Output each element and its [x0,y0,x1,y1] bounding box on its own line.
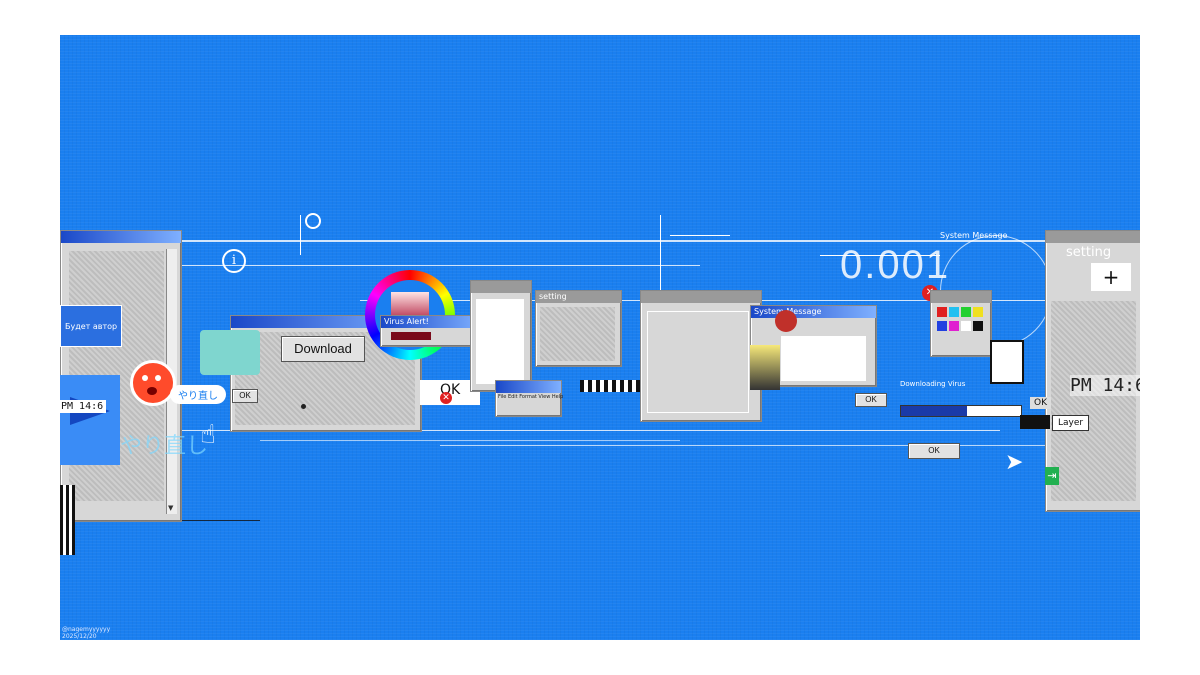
shocked-face-icon [130,360,176,406]
clock-right: PM 14:6 [1070,375,1140,396]
scroll-down-arrow-icon[interactable]: ▼ [168,504,174,512]
download-button[interactable]: Download [281,336,365,362]
gradient-swatch [750,345,780,390]
right-window-body [1051,301,1136,501]
circle-icon [305,213,321,229]
layer-label[interactable]: Layer [1052,415,1090,431]
date-caption: 2025/12/20 [62,633,97,640]
glitch-stripe [100,265,700,266]
left-window-titlebar [61,231,181,243]
plus-icon[interactable]: + [1091,263,1131,291]
virus-alert-title: Virus Alert! [381,316,481,328]
ok-button-right[interactable]: OK [908,443,960,459]
virus-alert-window[interactable]: Virus Alert! [380,315,482,347]
message-area [781,336,866,381]
system-message-title: System Message [751,306,876,318]
right-setting-window[interactable]: setting + [1045,230,1140,512]
download-progress-fill [901,406,967,416]
body [540,307,615,361]
eye [142,375,148,381]
swatch-black[interactable] [973,321,983,331]
system-message-label-top: System Message [940,231,1008,240]
hand-cursor-icon: ☝ [200,420,216,450]
folder-icon [200,330,260,375]
yarinaoshi-badge[interactable]: やり直し [170,385,226,404]
titlebar [931,291,991,303]
swatch-magenta[interactable] [949,321,959,331]
setting-title: setting [536,291,621,303]
wireframe-body [647,311,749,413]
glitch-stripe [440,445,1080,446]
setting-title-right: setting [1066,245,1112,260]
mouth [147,387,157,395]
arrow-cursor-icon: ➤ [1005,450,1024,475]
mini-notepad-window[interactable]: File Edit Format View Help [495,380,564,417]
arrow-panel [60,375,120,465]
guide-line [660,215,661,345]
error-icon: ✕ [440,392,452,404]
glitch-stripe [60,240,1140,242]
glitch-stripe [260,440,680,441]
swatch-green[interactable] [961,307,971,317]
info-icon[interactable]: i [222,249,246,273]
wireframe-window[interactable] [640,290,762,422]
guide-line [670,235,730,236]
cyrillic-header: Будет автор [65,322,118,331]
barcode [60,485,75,555]
titlebar [1046,231,1140,243]
swatch-red[interactable] [937,307,947,317]
glitch-desktop-canvas: ▼ Будет автор PM 14:6 やり直し やり直し ☝ Downlo… [60,35,1140,640]
menu-bar[interactable]: File Edit Format View Help [498,394,564,400]
swatch-cyan[interactable] [949,307,959,317]
palette-window[interactable] [930,290,992,357]
yarinaoshi-large-text: やり直し [120,434,209,459]
text-area [476,299,524,384]
exit-icon: ⇥ [1045,467,1059,485]
swatch-white[interactable] [961,321,971,331]
glitch-stripe [180,430,1000,431]
titlebar [496,381,561,393]
setting-window-small[interactable]: setting [535,290,622,367]
alert-bar [391,332,431,340]
ok-label-right[interactable]: OK [1030,397,1051,409]
black-block [1020,415,1050,429]
cyrillic-panel: Будет автор [60,305,122,347]
download-progress-bar [900,405,1022,417]
titlebar [471,281,531,293]
author-caption: @nagemyyyyyy [62,626,111,633]
swatch-yellow[interactable] [973,307,983,317]
swatch-blue[interactable] [937,321,947,331]
titlebar [641,291,761,303]
counter-display: 0.001 [840,243,951,287]
apple-icon [775,310,797,332]
eye [155,375,161,381]
ok-button-center[interactable]: OK [855,393,887,407]
downloading-virus-label: Downloading Virus [900,380,966,388]
ok-button-small[interactable]: OK [232,389,258,403]
dot [301,404,306,409]
guide-line [820,255,940,256]
middle-tall-window[interactable] [470,280,532,392]
guide-line [300,215,301,255]
clock-left: PM 14:6 [60,400,107,413]
sd-card-icon [990,340,1024,384]
